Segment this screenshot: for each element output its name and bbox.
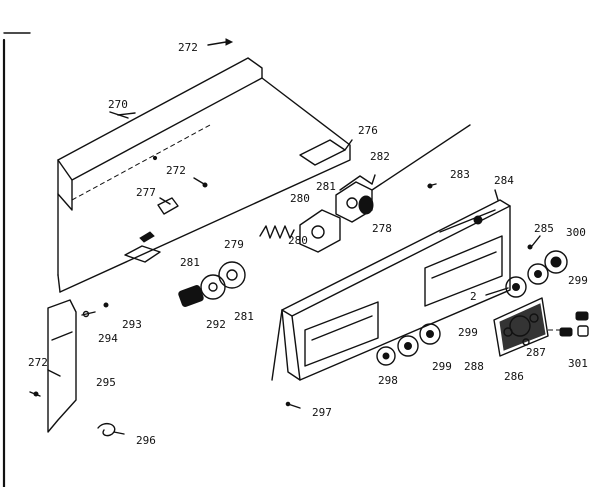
screw-285 [527, 244, 533, 250]
part-301 [548, 311, 589, 337]
timer-286 [493, 297, 549, 357]
knob-300 [544, 250, 568, 274]
callout-295: 295 [96, 376, 116, 389]
callout-288: 288 [464, 360, 484, 373]
control-panel-284 [271, 199, 511, 381]
callout-296: 296 [136, 434, 156, 447]
callout-299-c: 299 [432, 360, 452, 373]
callout-301: 301 [568, 357, 588, 370]
spring-279 [259, 225, 295, 239]
arrow-297 [285, 401, 301, 409]
callout-281-a: 281 [316, 180, 336, 193]
callout-280-a: 280 [290, 192, 310, 205]
callout-272-mid: 272 [166, 164, 186, 177]
knob-assembly-292 [178, 261, 246, 307]
bracket-281-left [124, 231, 161, 263]
callout-279: 279 [224, 238, 244, 251]
callout-281-c: 281 [234, 310, 254, 323]
callout-287: 287 [526, 346, 546, 359]
callout-2-small: 2 [470, 290, 477, 303]
callout-278: 278 [372, 222, 392, 235]
wire-282 [371, 124, 471, 191]
bracket-276 [299, 139, 353, 166]
callout-277: 277 [136, 186, 156, 199]
callout-284: 284 [494, 174, 514, 187]
callout-298: 298 [378, 374, 398, 387]
screw-293 [103, 302, 109, 308]
knob-299-b [397, 335, 419, 357]
callout-283: 283 [450, 168, 470, 181]
bracket-277 [157, 197, 179, 215]
screw-283 [427, 183, 437, 189]
switch-assembly-278 [299, 175, 374, 253]
screw-272-mid [193, 177, 208, 188]
knob-299-right [527, 263, 549, 285]
callout-292: 292 [206, 318, 226, 331]
callout-299-a: 299 [568, 274, 588, 287]
callout-299-b: 299 [458, 326, 478, 339]
callout-270: 270 [108, 98, 128, 111]
callout-282: 282 [370, 150, 390, 163]
knob-299-a [505, 276, 527, 298]
knob-298 [376, 346, 396, 366]
callout-281-b: 281 [180, 256, 200, 269]
screw-294 [81, 310, 96, 318]
callout-272-top: 272 [178, 41, 198, 54]
callout-293: 293 [122, 318, 142, 331]
callout-276: 276 [358, 124, 378, 137]
callout-286: 286 [504, 370, 524, 383]
side-bracket-295 [29, 299, 77, 433]
screw-272-top [207, 38, 234, 46]
clip-296 [97, 422, 125, 437]
callout-294: 294 [98, 332, 118, 345]
callout-280-b: 280 [288, 234, 308, 247]
callout-300: 300 [566, 226, 586, 239]
leader-lines [117, 112, 541, 296]
callout-272-low: 272 [28, 356, 48, 369]
callout-297: 297 [312, 406, 332, 419]
back-panel-270 [57, 57, 351, 293]
knob-299-c [419, 323, 441, 345]
callout-285: 285 [534, 222, 554, 235]
